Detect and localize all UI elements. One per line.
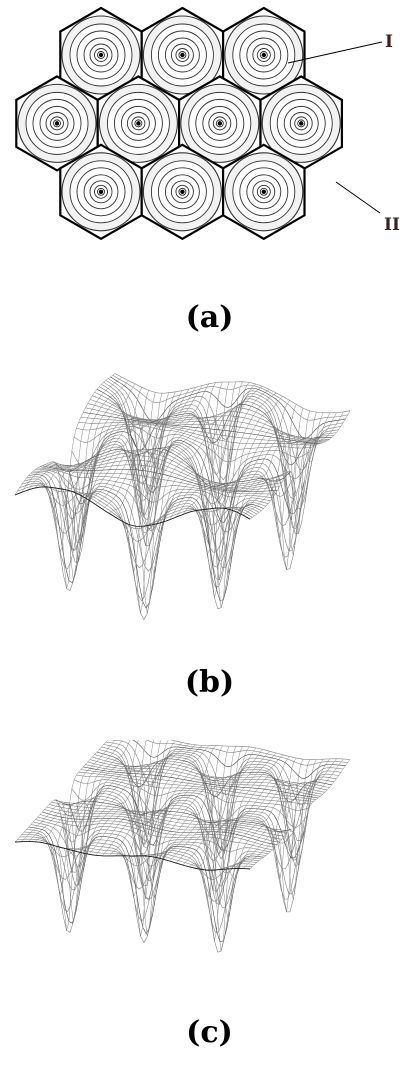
- mesh-line: [169, 751, 269, 904]
- ring-center-dot: [136, 121, 140, 125]
- mesh-line: [115, 374, 350, 413]
- caption-c: (c): [0, 1015, 419, 1050]
- mesh-line: [230, 759, 330, 879]
- ring-center-dot: [99, 53, 103, 57]
- leader-line-II: [336, 182, 380, 213]
- marker-II: II: [384, 215, 400, 235]
- ring-center-dot: [299, 121, 303, 125]
- panel-a: I II: [0, 0, 419, 280]
- surface-mesh: [15, 740, 350, 952]
- hexagon-array-diagram: [0, 0, 419, 280]
- surface-plot-b: [0, 360, 419, 630]
- mesh-line: [111, 740, 346, 778]
- surface-mesh: [15, 374, 350, 620]
- mesh-line: [176, 393, 276, 548]
- ring-center-dot: [262, 190, 266, 194]
- panel-b: [0, 360, 419, 630]
- mesh-line: [86, 408, 321, 444]
- ring-center-dot: [55, 121, 59, 125]
- panel-c: [0, 740, 419, 1000]
- ring-center-dot: [180, 53, 184, 57]
- ring-center-dot: [99, 190, 103, 194]
- mesh-line: [115, 740, 350, 760]
- surface-plot-c: [0, 740, 419, 1000]
- ring-center-dot: [262, 53, 266, 57]
- ring-center-dot: [180, 190, 184, 194]
- mesh-line: [67, 788, 302, 894]
- caption-b: (b): [0, 665, 419, 700]
- caption-a: (a): [0, 300, 419, 335]
- mesh-line: [113, 740, 348, 765]
- marker-I: I: [385, 32, 393, 52]
- ring-center-dot: [218, 121, 222, 125]
